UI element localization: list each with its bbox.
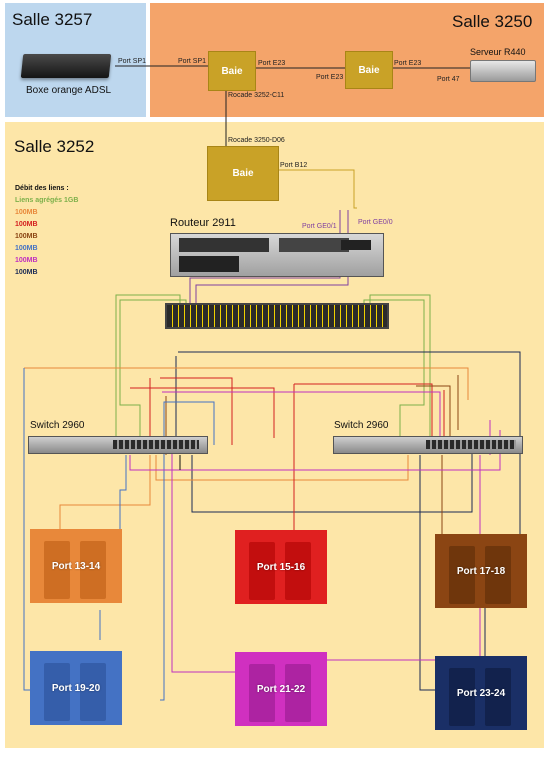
workstation-17-18[interactable]: Port 17-18 [435, 534, 527, 608]
baie-2[interactable]: Baie [345, 51, 393, 89]
workstation-label: Port 19-20 [51, 682, 101, 694]
port-label-ge00: Port GE0/0 [358, 219, 393, 226]
baie-3[interactable]: Baie [207, 146, 279, 201]
legend-item-navy: 100MB [15, 269, 38, 276]
adsl-box-icon [20, 54, 112, 78]
port-label-rocade-c11: Rocade 3252-C11 [228, 92, 285, 99]
baie-1[interactable]: Baie [208, 51, 256, 91]
port-label-e23-baie1: Port E23 [258, 60, 286, 67]
workstation-label: Port 21-22 [256, 683, 306, 695]
router-label: Routeur 2911 [170, 217, 236, 229]
port-label-b12: Port B12 [280, 162, 308, 169]
core-switch-icon[interactable] [165, 303, 389, 329]
workstation-label: Port 23-24 [456, 687, 506, 699]
workstation-label: Port 17-18 [456, 565, 506, 577]
legend-item-brown: 100MB [15, 233, 38, 240]
server-label: Serveur R440 [470, 47, 526, 57]
room-3250-title: Salle 3250 [452, 12, 533, 31]
port-label-sp1-baie: Port SP1 [178, 58, 207, 65]
port-label-47: Port 47 [437, 76, 460, 83]
adsl-label: Boxe orange ADSL [26, 85, 112, 96]
legend-title: Débit des liens : [15, 185, 69, 192]
switch-left-icon[interactable] [28, 436, 208, 454]
port-label-e23-baie2-in: Port E23 [316, 74, 344, 81]
legend-item-red: 100MB [15, 221, 38, 228]
workstation-label: Port 15-16 [256, 561, 306, 573]
port-label-rocade-d06: Rocade 3250-D06 [228, 137, 285, 144]
server-icon [470, 60, 536, 82]
switch-right-icon[interactable] [333, 436, 523, 454]
port-label-sp1-adsl: Port SP1 [118, 58, 147, 65]
legend-item-orange: 100MB [15, 209, 38, 216]
room-3257-title: Salle 3257 [12, 10, 93, 29]
switch-right-label: Switch 2960 [334, 420, 389, 431]
router-icon[interactable] [170, 233, 384, 277]
switch-left-label: Switch 2960 [30, 420, 85, 431]
room-3252-title: Salle 3252 [14, 137, 95, 156]
workstation-19-20[interactable]: Port 19-20 [30, 651, 122, 725]
port-label-ge01: Port GE0/1 [302, 223, 337, 230]
workstation-13-14[interactable]: Port 13-14 [30, 529, 122, 603]
legend-item-magenta: 100MB [15, 257, 38, 264]
workstation-15-16[interactable]: Port 15-16 [235, 530, 327, 604]
workstation-21-22[interactable]: Port 21-22 [235, 652, 327, 726]
legend-item-blue: 100MB [15, 245, 38, 252]
port-label-e23-baie2-out: Port E23 [394, 60, 422, 67]
legend-item-aggregated: Liens agrégés 1GB [15, 197, 79, 204]
workstation-label: Port 13-14 [51, 560, 101, 572]
workstation-23-24[interactable]: Port 23-24 [435, 656, 527, 730]
